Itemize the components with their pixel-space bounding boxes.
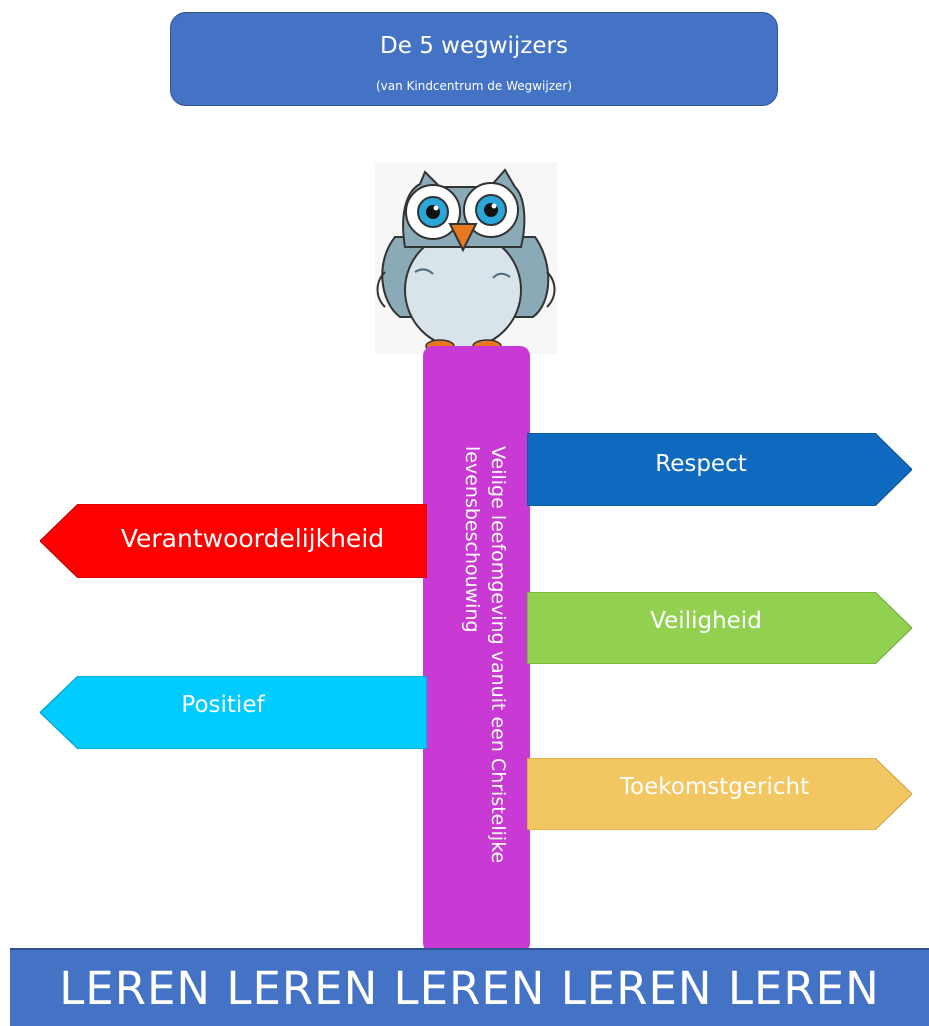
signpost-pole xyxy=(423,346,530,953)
sign-toekomstgericht: Toekomstgericht xyxy=(527,758,912,830)
owl-illustration xyxy=(375,162,557,354)
sign-verantwoordelijkheid-label: Verantwoordelijkheid xyxy=(120,523,385,553)
sign-toekomstgericht-label: Toekomstgericht xyxy=(619,774,810,800)
footer-banner: LEREN LEREN LEREN LEREN LEREN xyxy=(10,948,929,1026)
sign-positief-label: Positief xyxy=(181,692,265,718)
title-box: De 5 wegwijzers (van Kindcentrum de Wegw… xyxy=(170,12,778,106)
sign-positief: Positief xyxy=(40,676,427,749)
sign-respect: Respect xyxy=(527,433,912,506)
sign-verantwoordelijkheid: Verantwoordelijkheid xyxy=(40,504,427,578)
sign-respect-label: Respect xyxy=(655,451,747,477)
sign-veiligheid-label: Veiligheid xyxy=(650,608,762,634)
sign-veiligheid: Veiligheid xyxy=(527,592,912,664)
page-subtitle: (van Kindcentrum de Wegwijzer) xyxy=(375,79,573,93)
page-title: De 5 wegwijzers xyxy=(380,33,568,59)
signpost-text: Veilige leefomgeving vanuit een Christel… xyxy=(461,446,509,864)
